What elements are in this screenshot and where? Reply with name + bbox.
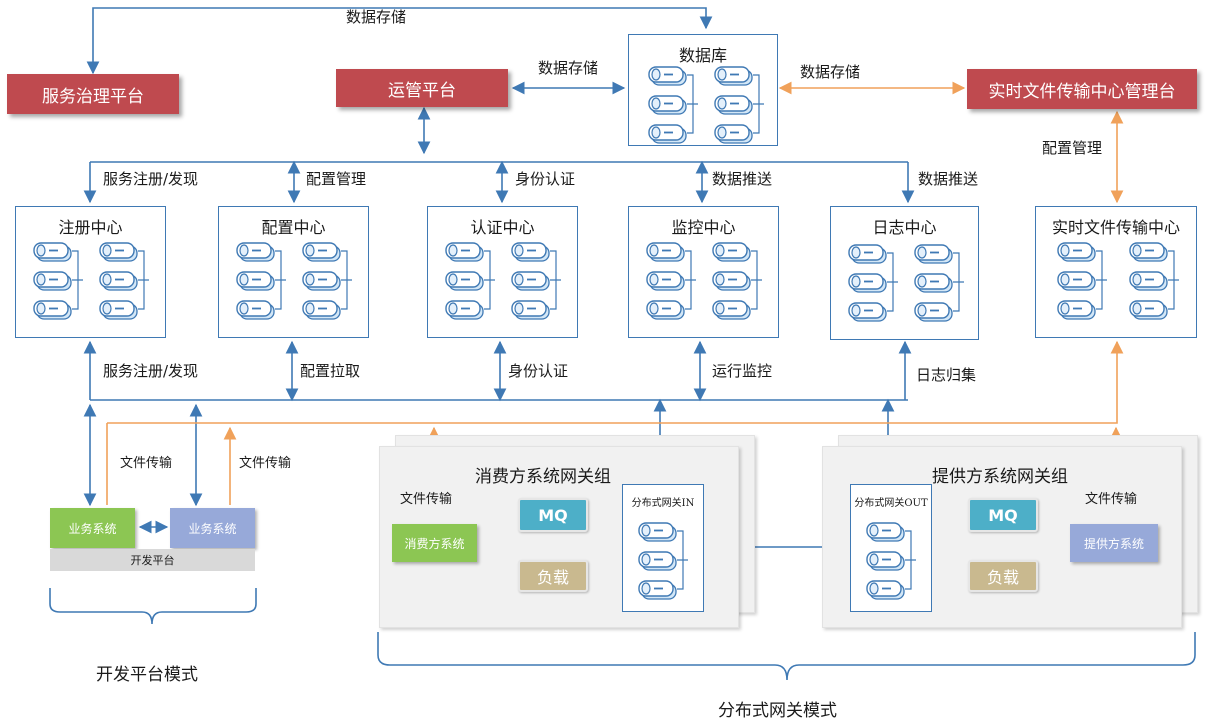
server-stack-icon (32, 241, 84, 323)
server-stack-icon (913, 243, 965, 325)
label-run-monitor: 运行监控 (712, 362, 773, 380)
label-file-transfer-consumer: 文件传输 (400, 492, 453, 507)
ops-platform[interactable]: 运管平台 (336, 69, 508, 107)
label-svc-reg-bottom: 服务注册/发现 (103, 362, 199, 380)
config-center[interactable]: 配置中心 (218, 206, 369, 338)
database-title: 数据库 (678, 46, 727, 65)
gateway-in[interactable]: 分布式网关IN (622, 484, 704, 612)
log-center[interactable]: 日志中心 (830, 206, 979, 340)
label-data-storage-top: 数据存储 (346, 8, 407, 26)
server-stack-icon (865, 521, 917, 603)
monitor-center-title: 监控中心 (671, 218, 736, 237)
consumer-group-title: 消费方系统网关组 (475, 467, 611, 487)
registry-center-title: 注册中心 (58, 218, 123, 237)
label-data-storage-rtft: 数据存储 (800, 63, 861, 81)
label-data-push-log: 数据推送 (918, 170, 979, 188)
registry-center[interactable]: 注册中心 (15, 206, 166, 338)
rtft-center-title: 实时文件传输中心 (1051, 218, 1180, 237)
server-stack-icon (1128, 241, 1180, 323)
server-stack-icon (98, 241, 150, 323)
gateway-mode-label: 分布式网关模式 (718, 701, 837, 721)
gateway-in-title: 分布式网关IN (631, 498, 695, 509)
label-config-mgmt-rtft: 配置管理 (1042, 139, 1103, 157)
rtft-center[interactable]: 实时文件传输中心 (1035, 206, 1197, 338)
auth-center-title: 认证中心 (470, 218, 535, 237)
monitor-center[interactable]: 监控中心 (628, 206, 779, 338)
label-data-storage-ops: 数据存储 (538, 59, 599, 77)
label-config-pull: 配置拉取 (300, 362, 361, 380)
server-stack-icon (713, 65, 765, 147)
gateway-out-title: 分布式网关OUT (854, 498, 928, 509)
service-governance-platform[interactable]: 服务治理平台 (7, 74, 179, 114)
label-auth-top: 身份认证 (515, 170, 576, 188)
server-stack-icon (645, 241, 697, 323)
database-box[interactable]: 数据库 (628, 34, 778, 146)
server-stack-icon (510, 241, 562, 323)
provider-system[interactable]: 提供方系统 (1070, 524, 1158, 562)
business-system-1[interactable]: 业务系统 (50, 508, 135, 548)
server-stack-icon (301, 241, 353, 323)
server-stack-icon (711, 241, 763, 323)
server-stack-icon (235, 241, 287, 323)
log-center-title: 日志中心 (872, 218, 937, 237)
server-stack-icon (444, 241, 496, 323)
label-config-mgmt: 配置管理 (306, 170, 367, 188)
gateway-out[interactable]: 分布式网关OUT (850, 484, 932, 612)
edge-governance-database (86, 7, 713, 75)
config-center-title: 配置中心 (261, 218, 326, 237)
consumer-system[interactable]: 消费方系统 (392, 524, 477, 562)
server-stack-icon (647, 65, 699, 147)
label-data-push-monitor: 数据推送 (712, 170, 773, 188)
label-file-transfer-1: 文件传输 (120, 456, 173, 471)
server-stack-icon (637, 521, 689, 603)
label-log-collect: 日志归集 (916, 366, 977, 384)
rtft-admin-platform[interactable]: 实时文件传输中心管理台 (967, 69, 1197, 109)
server-stack-icon (1056, 241, 1108, 323)
orange-bus (107, 340, 1124, 424)
label-file-transfer-2: 文件传输 (239, 456, 292, 471)
server-stack-icon (847, 243, 899, 325)
label-file-transfer-provider: 文件传输 (1085, 492, 1138, 507)
consumer-mq[interactable]: MQ (518, 498, 588, 532)
label-svc-reg-top: 服务注册/发现 (103, 170, 199, 188)
brace-gateway (377, 632, 1196, 681)
auth-center[interactable]: 认证中心 (427, 206, 578, 338)
brace-dev (49, 588, 257, 625)
dev-platform-mode-label: 开发平台模式 (96, 665, 198, 685)
business-system-2[interactable]: 业务系统 (170, 508, 255, 548)
consumer-load[interactable]: 负载 (518, 560, 588, 592)
provider-load[interactable]: 负载 (968, 560, 1038, 592)
label-auth-bottom: 身份认证 (508, 362, 569, 380)
provider-group-title: 提供方系统网关组 (932, 467, 1068, 487)
dev-platform-bar: 开发平台 (50, 549, 255, 571)
provider-mq[interactable]: MQ (968, 498, 1038, 532)
